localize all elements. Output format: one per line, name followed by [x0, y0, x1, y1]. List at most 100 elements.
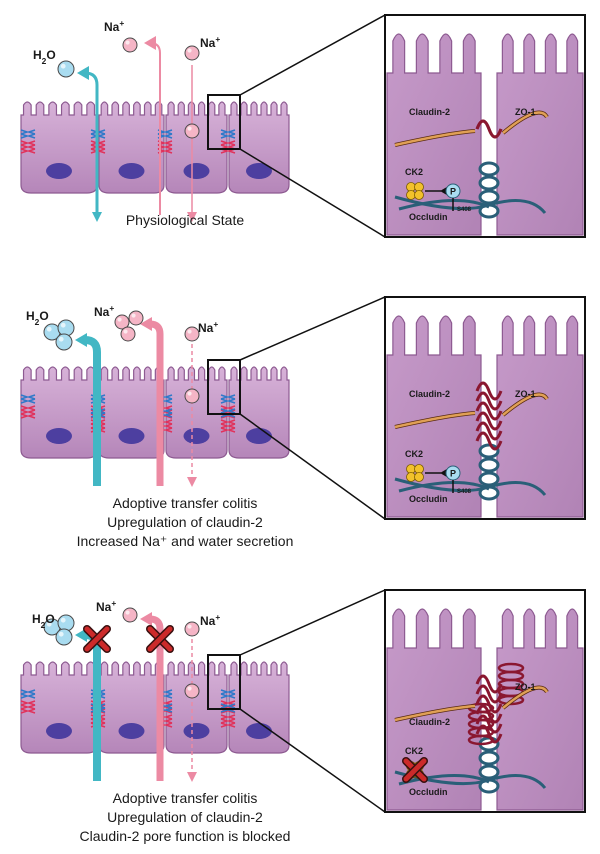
tight-junction-strand: [20, 148, 36, 154]
claudin-2-loop: [475, 381, 503, 401]
sodium-label: Na+: [96, 598, 116, 614]
tight-junction-strand: [20, 144, 36, 150]
nucleus: [183, 723, 210, 739]
nucleus: [46, 163, 72, 179]
sodium-ion-highlight: [187, 624, 192, 629]
epithelial-cell: [165, 101, 228, 194]
claudin-2-loop: [475, 684, 503, 704]
epithelial-cell: [98, 366, 165, 459]
sodium-ion: [184, 683, 200, 699]
zo-1-strand: [394, 129, 476, 147]
epithelial-cell: [98, 661, 165, 754]
sodium-label: Na+: [104, 18, 124, 34]
water-label: H2O: [32, 612, 55, 630]
epithelial-cell: [165, 661, 228, 754]
sodium-ion-highlight: [131, 313, 136, 318]
zo-1-strand: [394, 704, 476, 722]
sodium-ion-highlight: [123, 329, 128, 334]
sodium-flux-arrowhead: [140, 317, 152, 331]
tight-junction-strand: [220, 419, 236, 425]
occludin-loop: [478, 750, 500, 766]
claudin-2-loop: [475, 391, 503, 411]
water-flux-arrowhead: [92, 212, 102, 222]
zoom-connector-line: [239, 296, 386, 361]
sodium-ion: [120, 326, 136, 342]
sodium-ion-highlight: [187, 391, 192, 396]
sodium-ion: [122, 37, 138, 53]
tight-junction-strand: [20, 394, 36, 400]
epithelial-cell: [228, 661, 290, 754]
blocked-x-icon: [146, 625, 174, 653]
zoom-source-box: [207, 359, 241, 415]
claudin-2-loop: [475, 714, 503, 734]
nucleus: [118, 428, 145, 444]
claudin-2-label: Claudin-2: [409, 389, 450, 399]
nucleus: [183, 163, 210, 179]
sodium-ion: [184, 621, 200, 637]
nucleus: [183, 428, 210, 444]
nucleus: [118, 163, 145, 179]
sodium-label: Na+: [198, 319, 218, 335]
tight-junction-strand: [20, 129, 36, 135]
tight-junction-strand: [220, 722, 236, 728]
zoom-source-box: [207, 654, 241, 710]
zo-1-strand: [502, 393, 549, 416]
tight-junction-strand: [220, 140, 236, 146]
sodium-ion: [122, 607, 138, 623]
claudin-2-coil: [467, 734, 495, 746]
tight-junction-strand: [220, 427, 236, 433]
sodium-ion: [184, 123, 200, 139]
blocked-x-icon: [402, 757, 428, 783]
water-molecule-highlight: [60, 63, 66, 69]
nucleus: [246, 163, 272, 179]
occludin-label: Occludin: [409, 494, 448, 504]
zo-1-label: ZO-1: [515, 107, 536, 117]
tight-junction-strand: [220, 693, 236, 699]
tight-junction-strand: [20, 405, 36, 411]
panel-caption-line: Upregulation of claudin-2: [107, 809, 263, 825]
water-molecule: [55, 333, 73, 351]
tight-junction-strand: [20, 708, 36, 714]
panel-caption-line: Adoptive transfer colitis: [113, 495, 258, 511]
occludin-loop: [478, 485, 500, 501]
zoom-cell-right: [496, 315, 584, 518]
tight-junction-strand: [220, 689, 236, 695]
sodium-ion-highlight: [187, 126, 192, 131]
water-flux-arrowhead: [77, 66, 89, 80]
sodium-ion: [128, 310, 144, 326]
s408-label: S408: [457, 207, 472, 213]
occludin-strand: [398, 199, 490, 211]
tight-junction-strand: [220, 129, 236, 135]
tight-junction-strand: [220, 408, 236, 414]
water-molecule: [55, 628, 73, 646]
sodium-transcellular-arrowhead: [187, 772, 197, 782]
zoom-cell-left: [386, 608, 482, 811]
zo-1-strand: [394, 411, 476, 429]
sodium-ion-highlight: [125, 610, 130, 615]
occludin-loop: [478, 778, 500, 794]
sodium-ion: [184, 326, 200, 342]
water-molecule: [57, 319, 75, 337]
water-molecule-highlight: [46, 621, 52, 627]
ck2-label: CK2: [405, 449, 423, 459]
zo-1-strand: [502, 111, 549, 134]
tight-junction-strand: [20, 704, 36, 710]
epithelial-cell: [228, 366, 290, 459]
occludin-label: Occludin: [409, 212, 448, 222]
phosphate-label: P: [450, 469, 456, 479]
nucleus: [46, 428, 72, 444]
zoom-cell-right: [496, 608, 584, 811]
sodium-flux-arrowhead: [144, 36, 156, 50]
panel-caption-line: Physiological State: [126, 212, 245, 228]
tight-junction-strand: [20, 693, 36, 699]
occludin-loop: [478, 175, 500, 191]
zoom-connector-line: [239, 14, 386, 96]
water-molecule: [57, 614, 75, 632]
